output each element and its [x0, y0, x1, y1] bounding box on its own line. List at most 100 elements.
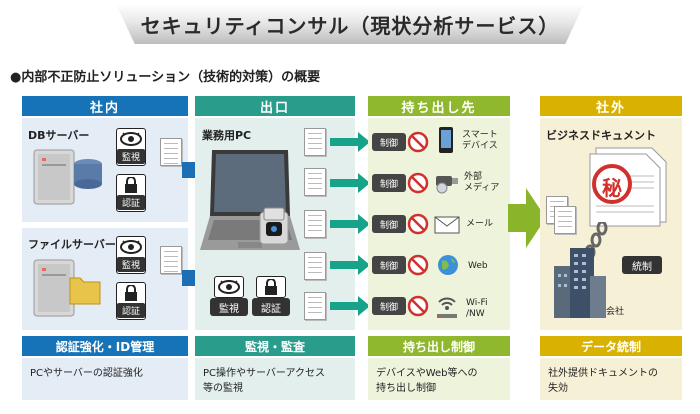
smart-device-label-2: デバイス	[462, 141, 498, 151]
destinations-header-label: 持ち出し先	[401, 100, 477, 116]
file-auth-badge-label: 認証	[117, 303, 145, 318]
lock-icon	[256, 277, 286, 297]
document-icon	[160, 138, 182, 166]
exit-footer-title-bar: 監視・監査	[195, 336, 355, 356]
control-tag: 制御	[372, 256, 406, 274]
pc-auth-tag: 認証	[252, 298, 290, 316]
external-media-label: 外部 メディア	[464, 172, 499, 194]
db-auth-badge-label: 認証	[117, 195, 145, 210]
lock-icon	[116, 175, 146, 195]
wifi-label-2: /NW	[466, 309, 485, 319]
internal-divider	[22, 222, 188, 228]
external-media-label-2: メディア	[464, 183, 500, 193]
external-media-icon	[436, 176, 458, 194]
smart-device-label-1: スマート	[462, 130, 498, 140]
flow-arrows-to-destinations	[330, 132, 370, 316]
eye-icon	[116, 237, 146, 257]
destinations-footer-title: 持ち出し制御	[402, 339, 475, 354]
document-icon	[304, 252, 326, 280]
web-globe-icon	[438, 255, 458, 275]
lock-icon	[116, 283, 146, 303]
outside-footer-title-bar: データ統制	[540, 336, 682, 356]
exit-header: 出口	[195, 96, 355, 116]
pc-monitor-badge	[214, 276, 244, 298]
exit-footer-line1: PC操作やサーバーアクセス	[203, 368, 326, 379]
flow-arrow-to-outside	[508, 188, 546, 248]
eye-icon	[116, 129, 146, 149]
pc-auth-badge	[256, 276, 286, 298]
internal-footer-text: PCやサーバーの認証強化	[30, 368, 143, 379]
file-monitor-badge-label: 監視	[117, 257, 145, 272]
secret-document-icon	[589, 147, 667, 227]
eye-icon	[214, 277, 244, 297]
pc-monitor-tag: 監視	[210, 298, 248, 316]
business-pc-label: 業務用PC	[202, 129, 252, 142]
exit-footer-box: PC操作やサーバーアクセス 等の監視	[195, 358, 355, 400]
control-tag: 制御	[372, 215, 406, 233]
exit-footer-title: 監視・監査	[244, 339, 305, 354]
db-auth-badge: 認証	[116, 174, 146, 212]
company-building-icon	[554, 248, 606, 318]
control-tag: 制御	[372, 133, 406, 151]
db-monitor-badge: 監視	[116, 128, 146, 166]
control-tag-label: 制御	[379, 179, 398, 190]
outside-footer-line1: 社外提供ドキュメントの	[548, 368, 658, 379]
internal-footer-title-bar: 認証強化・ID管理	[22, 336, 188, 356]
wifi-label-1: Wi-Fi	[466, 298, 488, 308]
document-icon	[304, 168, 326, 196]
prohibited-icon	[407, 213, 429, 235]
internal-footer-box: PCやサーバーの認証強化	[22, 358, 188, 400]
mail-icon	[434, 216, 460, 234]
internal-header-label: 社内	[89, 100, 120, 116]
file-server-label: ファイルサーバー	[28, 238, 116, 251]
control-tag-label: 制御	[379, 138, 398, 149]
control-tag-label: 制御	[379, 220, 398, 231]
fingerprint-reader-icon	[259, 207, 289, 245]
web-label: Web	[468, 261, 488, 272]
document-icon	[304, 210, 326, 238]
document-icon	[304, 128, 326, 156]
exit-header-label: 出口	[259, 100, 290, 116]
outside-header-label: 社外	[595, 100, 626, 116]
pc-monitor-tag-label: 監視	[219, 303, 239, 315]
destinations-header: 持ち出し先	[368, 96, 510, 116]
prohibited-icon	[407, 131, 429, 153]
internal-header: 社内	[22, 96, 188, 116]
destinations-footer-title-bar: 持ち出し制御	[368, 336, 510, 356]
prohibited-icon	[407, 295, 429, 317]
wifi-icon	[437, 297, 457, 318]
outside-header: 社外	[540, 96, 682, 116]
prohibited-icon	[407, 172, 429, 194]
control-tag-outside-label: 統制	[632, 261, 652, 273]
db-server-label: DBサーバー	[28, 129, 90, 142]
web-label-1: Web	[468, 261, 488, 271]
prohibited-icon	[407, 254, 429, 276]
smart-device-label: スマート デバイス	[462, 130, 498, 152]
internal-footer-title: 認証強化・ID管理	[55, 339, 155, 354]
destinations-footer-line1: デバイスやWeb等への	[376, 368, 478, 379]
external-media-label-1: 外部	[464, 172, 483, 182]
document-icon	[160, 246, 182, 274]
wifi-label: Wi-Fi /NW	[466, 298, 487, 320]
control-tag-outside: 統制	[622, 256, 662, 274]
outside-footer-box: 社外提供ドキュメントの 失効	[540, 358, 682, 400]
secret-mark: 秘	[602, 176, 622, 200]
file-auth-badge: 認証	[116, 282, 146, 320]
destinations-footer-line2: 持ち出し制御	[376, 383, 436, 394]
control-tag: 制御	[372, 297, 406, 315]
control-tag-label: 制御	[379, 302, 398, 313]
business-document-label: ビジネスドキュメント	[546, 129, 656, 142]
file-monitor-badge: 監視	[116, 236, 146, 274]
db-monitor-badge-label: 監視	[117, 149, 145, 164]
control-tag: 制御	[372, 174, 406, 192]
document-icon	[304, 292, 326, 320]
outside-footer-line2: 失効	[548, 383, 568, 394]
page-title: セキュリティコンサル（現状分析サービス）	[140, 14, 560, 38]
file-server-icon	[33, 259, 101, 317]
db-server-icon	[33, 149, 102, 205]
title-banner	[116, 4, 584, 44]
mail-label: メール	[466, 219, 493, 230]
page-subtitle: ●内部不正防止ソリューション（技術的対策）の概要	[10, 70, 321, 85]
mail-label-1: メール	[466, 219, 494, 229]
outside-footer-title: データ統制	[580, 339, 641, 354]
